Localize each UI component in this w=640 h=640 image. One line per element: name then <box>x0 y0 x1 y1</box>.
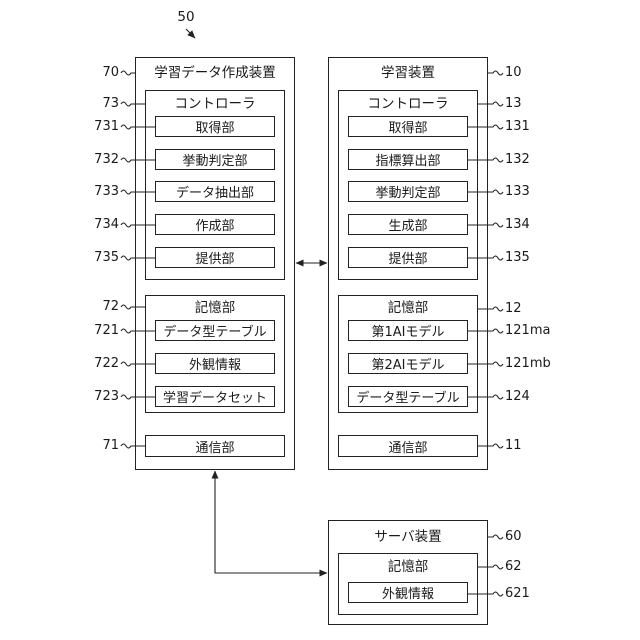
leader-line-60 <box>488 535 503 539</box>
creator-learning-dataset: 学習データセット <box>155 386 275 407</box>
creator-behavior-judgment-unit-ref: 732 <box>79 152 119 168</box>
learner-first-ai-model-ref: 121ma <box>505 323 565 339</box>
learner-first-ai-model: 第1AIモデル <box>348 320 468 341</box>
learner-index-calculation-unit-ref: 132 <box>505 152 565 168</box>
figure-number: 50 <box>172 9 200 25</box>
learner-acquisition-unit-ref: 131 <box>505 119 565 135</box>
learner-storage-title: 記憶部 <box>338 300 478 316</box>
creator-behavior-judgment-unit: 挙動判定部 <box>155 149 275 170</box>
creator-learning-dataset-ref: 723 <box>79 389 119 405</box>
creator-acquisition-unit-ref: 731 <box>79 119 119 135</box>
server-device-title: サーバ装置 <box>328 529 488 545</box>
creator-device-title: 学習データ作成装置 <box>135 65 295 81</box>
figure-pointer-arrow <box>186 29 195 38</box>
learner-communication-unit: 通信部 <box>338 435 478 457</box>
creator-provision-unit: 提供部 <box>155 247 275 268</box>
leader-line-70 <box>121 71 135 75</box>
creator-storage-title: 記憶部 <box>145 300 285 316</box>
learner-second-ai-model-ref: 121mb <box>505 356 565 372</box>
creator-communication-unit: 通信部 <box>145 435 285 457</box>
creator-appearance-info: 外観情報 <box>155 353 275 374</box>
server-device-ref: 60 <box>505 529 565 545</box>
server-appearance-info: 外観情報 <box>348 582 468 603</box>
creator-communication-unit-ref: 71 <box>79 438 119 454</box>
creator-data-extraction-unit-ref: 733 <box>79 184 119 200</box>
creator-acquisition-unit: 取得部 <box>155 116 275 137</box>
creator-controller-ref: 73 <box>79 96 119 112</box>
server-storage-title: 記憶部 <box>338 559 478 575</box>
learner-provision-unit: 提供部 <box>348 247 468 268</box>
learner-second-ai-model: 第2AIモデル <box>348 353 468 374</box>
learner-acquisition-unit: 取得部 <box>348 116 468 137</box>
creator-storage-ref: 72 <box>79 299 119 315</box>
leader-line-10 <box>488 71 503 75</box>
server-appearance-info-ref: 621 <box>505 586 565 602</box>
creator-appearance-info-ref: 722 <box>79 356 119 372</box>
learner-storage-ref: 12 <box>505 301 565 317</box>
learner-generation-unit: 生成部 <box>348 214 468 235</box>
learner-communication-unit-ref: 11 <box>505 438 565 454</box>
learner-behavior-judgment-unit-ref: 133 <box>505 184 565 200</box>
learner-controller-title: コントローラ <box>338 96 478 112</box>
creator-server-connection-arrow <box>215 471 327 573</box>
learner-index-calculation-unit: 指標算出部 <box>348 149 468 170</box>
creator-data-type-table: データ型テーブル <box>155 320 275 341</box>
creator-data-extraction-unit: データ抽出部 <box>155 181 275 202</box>
learner-generation-unit-ref: 134 <box>505 217 565 233</box>
creator-device-ref: 70 <box>79 65 119 81</box>
learner-data-type-table: データ型テーブル <box>348 386 468 407</box>
creator-creation-unit: 作成部 <box>155 214 275 235</box>
learner-provision-unit-ref: 135 <box>505 250 565 266</box>
learner-behavior-judgment-unit: 挙動判定部 <box>348 181 468 202</box>
creator-creation-unit-ref: 734 <box>79 217 119 233</box>
learner-device-title: 学習装置 <box>328 65 488 81</box>
creator-controller-title: コントローラ <box>145 96 285 112</box>
creator-data-type-table-ref: 721 <box>79 323 119 339</box>
creator-provision-unit-ref: 735 <box>79 250 119 266</box>
server-storage-ref: 62 <box>505 559 565 575</box>
learner-controller-ref: 13 <box>505 96 565 112</box>
learner-data-type-table-ref: 124 <box>505 389 565 405</box>
learner-device-ref: 10 <box>505 65 565 81</box>
